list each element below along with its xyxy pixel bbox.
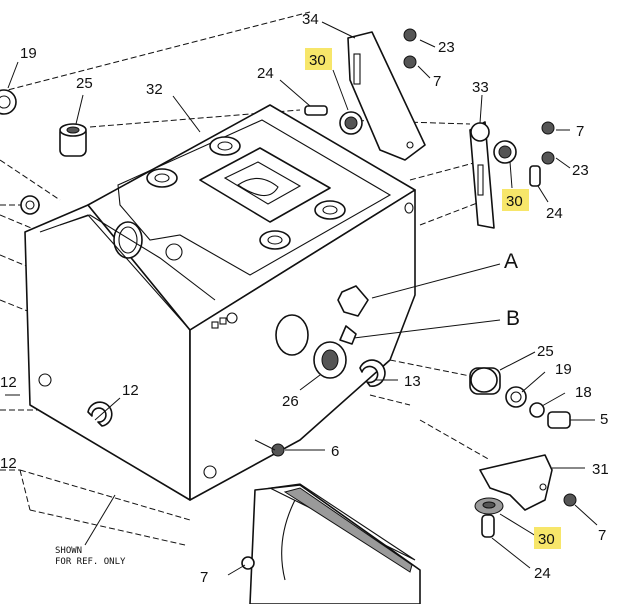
callout-30: 30	[506, 193, 523, 210]
callout-30: 30	[538, 531, 555, 548]
top-bracket-parts	[304, 28, 555, 229]
callout-24: 24	[546, 205, 563, 222]
callout-12: 12	[0, 455, 17, 472]
highlight-30-right	[502, 189, 529, 211]
mount-boss	[146, 136, 346, 250]
callout-23: 23	[438, 39, 455, 56]
highlight-30-bottom	[534, 527, 561, 549]
bearing-26	[313, 341, 347, 379]
callout-13: 13	[404, 373, 421, 390]
bushing-25	[59, 123, 87, 157]
lower-chute-assembly	[241, 483, 421, 605]
callout-24: 24	[534, 565, 551, 582]
reference-note-line2: FOR REF. ONLY	[55, 557, 126, 567]
callout-33: 33	[472, 79, 489, 96]
callout-6: 6	[331, 443, 339, 460]
callout-24: 24	[257, 65, 274, 82]
callout-A: A	[504, 250, 518, 273]
callout-7: 7	[598, 527, 606, 544]
main-housing	[24, 104, 416, 501]
reference-note-line1: SHOWN	[55, 546, 82, 556]
callout-32: 32	[146, 81, 163, 98]
callout-12: 12	[122, 382, 139, 399]
callout-25: 25	[537, 343, 554, 360]
bottom-bracket-parts	[474, 454, 577, 538]
callout-23: 23	[572, 162, 589, 179]
callout-7: 7	[200, 569, 208, 586]
callout-B: B	[506, 307, 520, 330]
highlight-30-top	[305, 48, 332, 70]
right-side-parts	[254, 285, 571, 457]
callout-26: 26	[282, 393, 299, 410]
callout-30: 30	[309, 52, 326, 69]
callout-7: 7	[433, 73, 441, 90]
callout-18: 18	[575, 384, 592, 401]
callout-7: 7	[576, 123, 584, 140]
callout-19: 19	[20, 45, 37, 62]
callout-5: 5	[600, 411, 608, 428]
callout-31: 31	[592, 461, 609, 478]
callout-25: 25	[76, 75, 93, 92]
leader-lines	[5, 21, 598, 576]
callout-labels: 19 25 32 24 30 34 23 7 33 7 23 30 24 A B…	[0, 11, 609, 586]
callout-19: 19	[555, 361, 572, 378]
callout-12: 12	[0, 374, 17, 391]
left-parts	[0, 89, 113, 427]
callout-34: 34	[302, 11, 319, 28]
